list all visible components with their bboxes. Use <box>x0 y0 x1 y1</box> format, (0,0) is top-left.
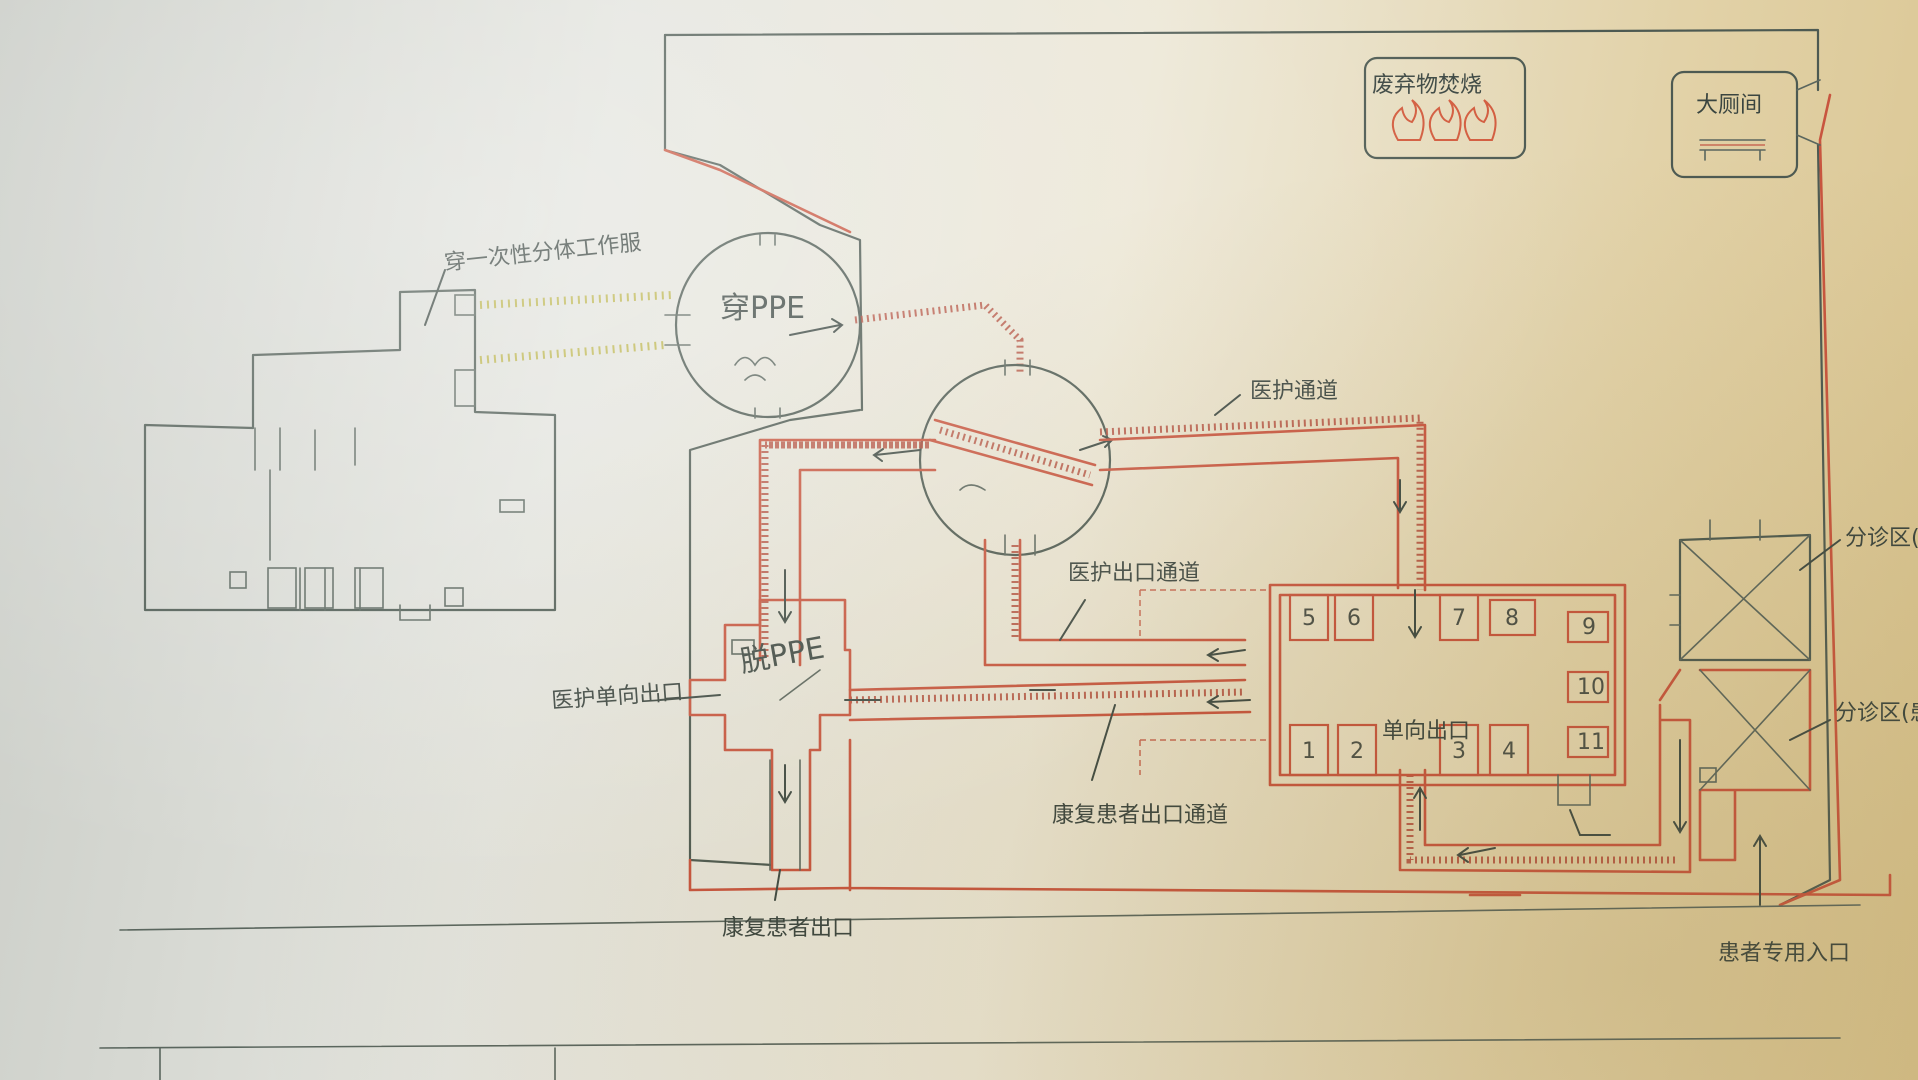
label-one-way-exit: 单向出口 <box>1382 719 1470 744</box>
passage-1 <box>854 301 1024 375</box>
triage-area <box>1658 519 1812 862</box>
don-ppe-room <box>664 231 862 419</box>
yellow-corridor-1 <box>479 291 673 309</box>
leader-one-way <box>659 694 721 701</box>
label-recovered-exit-passage: 康复患者出口通道 <box>1052 803 1228 828</box>
red-corridors <box>688 93 1892 907</box>
label-triage-staff: 分诊区(工作人员) <box>1845 526 1918 551</box>
room-2-number: 2 <box>1350 739 1364 764</box>
room-1-number: 1 <box>1302 739 1316 764</box>
doff-ppe-room <box>688 569 881 872</box>
leader-clothes <box>424 269 446 326</box>
room-11-number: 11 <box>1577 730 1605 755</box>
room-3 <box>1438 723 1480 777</box>
leader-staff-passage <box>1214 394 1241 416</box>
large-bathroom-box <box>1670 70 1821 179</box>
room-5 <box>1288 593 1330 642</box>
label-recovered-patient-exit: 康复患者出口 <box>722 916 854 941</box>
waste-incineration-box <box>1363 56 1527 160</box>
buffer-room <box>872 359 1114 557</box>
label-don-ppe: 穿PPE <box>720 291 805 326</box>
yellow-corridor-2 <box>479 341 666 364</box>
room-10-number: 10 <box>1577 675 1605 700</box>
ward-block <box>1029 479 1767 906</box>
leader-triage-patient <box>1789 719 1831 741</box>
label-waste-incineration: 废弃物焚烧 <box>1372 73 1482 98</box>
label-triage-patient: 分诊区(患者) <box>1835 701 1918 726</box>
room-8 <box>1488 598 1537 637</box>
leader-staff-exit <box>1059 599 1086 641</box>
room-3-number: 3 <box>1452 739 1466 764</box>
ground-line-1 <box>119 904 1861 931</box>
leader-triage-staff <box>1799 539 1841 571</box>
room-4 <box>1488 723 1530 777</box>
label-staff-exit-passage: 医护出口通道 <box>1068 561 1200 586</box>
lower-building-edge <box>159 1047 556 1080</box>
room-4-number: 4 <box>1502 739 1516 764</box>
room-9 <box>1566 610 1610 644</box>
left-building <box>143 288 557 621</box>
room-9-number: 9 <box>1582 615 1596 640</box>
room-5-number: 5 <box>1302 606 1316 631</box>
label-patient-entrance: 患者专用入口 <box>1718 941 1850 966</box>
outer-boundary <box>663 28 1832 907</box>
room-6-number: 6 <box>1347 606 1361 631</box>
label-large-bathroom: 大厕间 <box>1696 93 1762 118</box>
room-10 <box>1566 670 1610 704</box>
room-6 <box>1333 593 1375 642</box>
label-staff-one-way-exit: 医护单向出口 <box>551 680 684 714</box>
label-doff-ppe: 脱PPE <box>737 631 827 680</box>
leader-recovered-patient-exit <box>774 869 781 901</box>
room-2 <box>1336 723 1378 777</box>
room-7-number: 7 <box>1452 606 1466 631</box>
leader-recovered-exit <box>1091 704 1116 781</box>
label-wear-disposable-clothes: 穿一次性分体工作服 <box>443 230 643 276</box>
room-1 <box>1288 723 1330 777</box>
ground-line-2 <box>99 1037 1841 1049</box>
room-8-number: 8 <box>1505 606 1519 631</box>
label-staff-passage: 医护通道 <box>1250 379 1338 404</box>
room-11 <box>1566 725 1610 759</box>
room-7 <box>1438 593 1480 642</box>
